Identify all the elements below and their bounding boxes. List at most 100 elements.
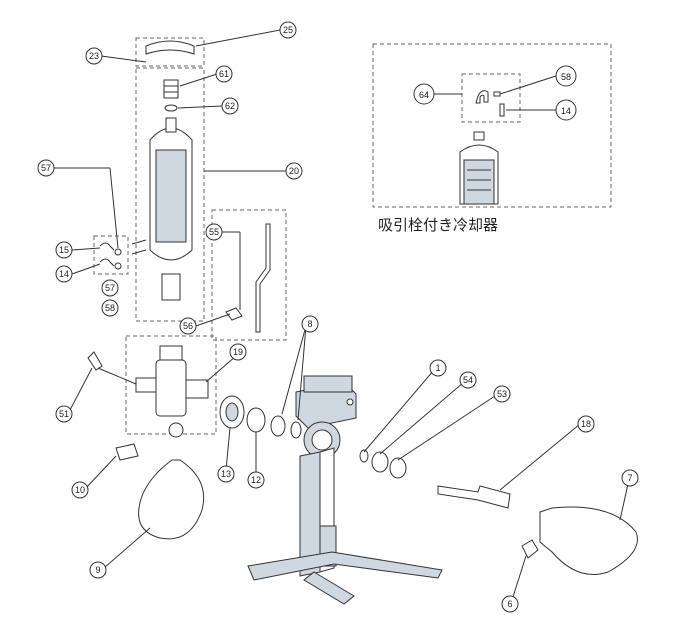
callout-9: 9 [89, 561, 107, 579]
clip-part-15 [99, 242, 115, 251]
callout-55-label: 55 [209, 227, 219, 237]
callout-56: 56 [179, 317, 197, 335]
callout-58b-label: 58 [561, 72, 571, 82]
inset-box [372, 43, 612, 208]
callout-13: 13 [217, 465, 235, 483]
rod-group-border [211, 209, 287, 341]
callout-57a-label: 57 [41, 163, 51, 173]
stand-top-block [303, 375, 353, 393]
part-64-hook [475, 90, 489, 104]
callout-12-label: 12 [251, 475, 261, 485]
part-58-clip [493, 91, 501, 97]
ring-part-1 [359, 449, 369, 463]
clamp-part-25 [145, 40, 195, 55]
part-14-pin [499, 103, 505, 117]
inset-detail-border [461, 73, 521, 123]
clip-part-10 [115, 443, 139, 461]
callout-13-label: 13 [221, 469, 231, 479]
callout-58a-label: 58 [105, 303, 115, 313]
callout-57a: 57 [37, 159, 55, 177]
callout-57b: 57 [101, 279, 119, 297]
callout-25: 25 [279, 21, 297, 39]
cooler-glass [155, 149, 187, 243]
callout-20: 20 [285, 162, 303, 180]
callouts: 25 23 61 62 20 57 15 14 57 58 55 56 8 19… [37, 21, 639, 613]
callout-8-label: 8 [307, 319, 312, 329]
callout-14b: 14 [555, 99, 577, 121]
callout-9-label: 9 [95, 565, 100, 575]
washer-part-8b [290, 421, 302, 439]
callout-10: 10 [71, 481, 89, 499]
ring-part-62 [164, 104, 178, 112]
callout-54: 54 [459, 371, 477, 389]
callout-6-label: 6 [507, 599, 512, 609]
callout-51-label: 51 [59, 409, 69, 419]
part-56 [225, 307, 243, 321]
callout-20-label: 20 [289, 166, 299, 176]
callout-62-label: 62 [225, 101, 235, 111]
stand-base-front [303, 571, 355, 605]
callout-57b-label: 57 [105, 283, 115, 293]
callout-19-label: 19 [233, 347, 243, 357]
callout-12: 12 [247, 471, 265, 489]
callout-1: 1 [429, 359, 447, 377]
callout-23-label: 23 [89, 51, 99, 61]
clip-group-border [93, 235, 129, 275]
callout-14a: 14 [55, 265, 73, 283]
callout-15: 15 [55, 241, 73, 259]
callout-15-label: 15 [59, 245, 69, 255]
stopper-part-61 [163, 79, 179, 99]
callout-53-label: 53 [497, 389, 507, 399]
inset-cooler-window [463, 159, 495, 205]
ring-part-54 [371, 451, 389, 473]
callout-55: 55 [205, 223, 223, 241]
callout-14a-label: 14 [59, 269, 69, 279]
flask-part-9 [138, 459, 205, 540]
callout-7-label: 7 [627, 473, 632, 483]
clip-part-14 [99, 258, 115, 267]
callout-54-label: 54 [463, 375, 473, 385]
callout-8: 8 [301, 315, 319, 333]
callout-56-label: 56 [183, 321, 193, 331]
callout-1-label: 1 [435, 363, 440, 373]
ring-part-53 [389, 457, 407, 479]
callout-61-label: 61 [219, 69, 229, 79]
ring-part-12 [246, 407, 266, 433]
callout-58a: 58 [101, 299, 119, 317]
flask-part-7 [539, 506, 638, 575]
cooler-neck [165, 117, 177, 133]
callout-6: 6 [501, 595, 519, 613]
callout-23: 23 [85, 47, 103, 65]
callout-61: 61 [215, 65, 233, 83]
leader-lines [54, 29, 629, 601]
stand-assembly [247, 375, 443, 605]
cooler-outlet [161, 273, 181, 301]
callout-18-label: 18 [581, 419, 591, 429]
callout-10-label: 10 [75, 485, 85, 495]
callout-19: 19 [229, 343, 247, 361]
cooler-cap [473, 131, 485, 141]
caption-cooler-with-stopcock: 吸引栓付き冷却器 [378, 216, 498, 234]
stopcock-part-51 [87, 351, 103, 371]
callout-18: 18 [577, 415, 595, 433]
rod-part-55 [255, 223, 271, 333]
callout-64: 64 [413, 83, 435, 105]
washer-part-8a [270, 415, 286, 437]
callout-7: 7 [621, 469, 639, 487]
clip-part-6 [521, 539, 539, 559]
clamp-group-border [135, 37, 205, 67]
callout-53: 53 [493, 385, 511, 403]
callout-64-label: 64 [419, 90, 429, 100]
inset-border [372, 43, 612, 208]
stand-base-right [247, 551, 443, 581]
callout-25-label: 25 [283, 25, 293, 35]
callout-14b-label: 14 [561, 106, 571, 116]
valve-top [159, 345, 183, 361]
callout-62: 62 [221, 97, 239, 115]
callout-58b: 58 [555, 65, 577, 87]
valve-body-part-19 [155, 359, 187, 417]
shaft-part-18 [437, 485, 511, 509]
callout-51: 51 [55, 405, 73, 423]
